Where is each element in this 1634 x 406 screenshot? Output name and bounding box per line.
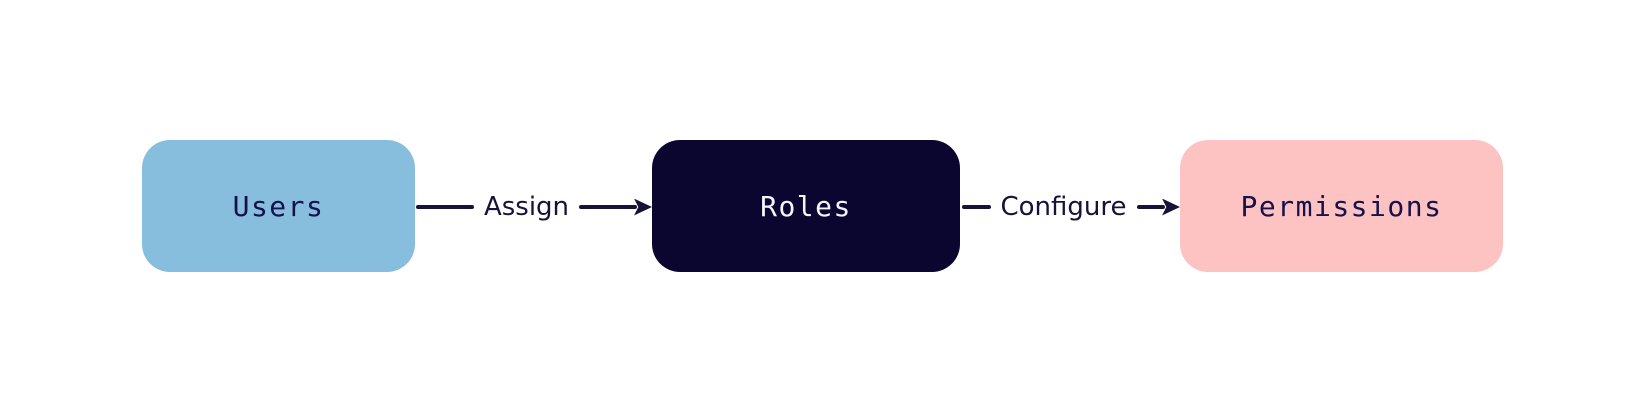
node-users-label: Users — [232, 189, 325, 223]
node-roles: Roles — [652, 140, 960, 272]
edge-line — [962, 205, 991, 209]
edge-line — [416, 205, 474, 209]
node-permissions-label: Permissions — [1240, 189, 1443, 223]
edge-roles-permissions-label: Configure — [1000, 192, 1127, 222]
edge-roles-permissions: Configure — [962, 187, 1181, 227]
node-permissions: Permissions — [1180, 140, 1503, 272]
node-users: Users — [142, 140, 415, 272]
edge-line — [579, 205, 637, 209]
edge-users-roles-label: Assign — [483, 192, 570, 222]
node-roles-label: Roles — [760, 189, 852, 223]
edge-users-roles: Assign — [416, 187, 652, 227]
edge-line — [1136, 205, 1166, 209]
